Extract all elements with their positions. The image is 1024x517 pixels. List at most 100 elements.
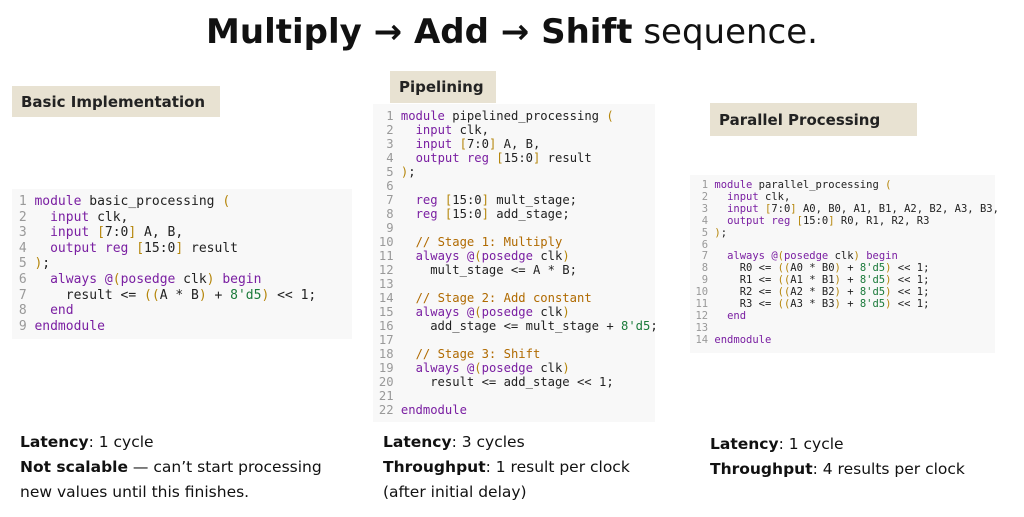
code-text: always @(posedge clk) [415,361,570,375]
line-number: 7 [386,193,394,207]
code-line: 13 [693,321,992,335]
code-text: output reg [15:0] result [415,151,592,165]
code-line: 4 output reg [15:0] result [16,241,348,257]
caption-line: Throughput: 1 result per clock [383,455,663,480]
code-text: result <= add_stage << 1; [400,375,614,389]
line-number: 14 [378,291,394,305]
line-number: 2 [18,209,27,225]
code-text: R2 <= ((A2 * B2) + 8'd5) << 1; [714,286,930,299]
code-text: ); [714,226,728,239]
line-number: 3 [18,225,27,241]
caption-term: Latency [710,435,779,453]
line-number: 2 [386,123,394,137]
title-main: Multiply → Add → Shift [206,12,633,52]
line-number: 14 [695,333,709,346]
code-line: 13 [376,277,652,291]
code-text: // Stage 3: Shift [415,347,541,361]
code-text: result <= ((A * B) + 8'd5) << 1; [34,287,317,303]
code-line: 7 reg [15:0] mult_stage; [376,193,652,207]
line-number: 8 [386,207,394,221]
code-line: 12 end [693,309,992,323]
caption-text: : 3 cycles [451,433,525,451]
line-number: 3 [386,137,394,151]
line-number: 12 [695,309,709,322]
code-line: 12 mult_stage <= A * B; [376,263,652,277]
code-text: end [50,303,74,319]
code-text: output reg [15:0] R0, R1, R2, R3 [727,214,930,227]
code-line: 9 [376,221,652,235]
code-text: always @(posedge clk) [415,305,570,319]
code-line: 3 input [7:0] A0, B0, A1, B1, A2, B2, A3… [693,203,999,216]
code-text: always @(posedge clk) begin [727,250,898,263]
line-number: 19 [378,361,394,375]
code-line: 20 result <= add_stage << 1; [376,375,652,389]
code-line: 17 [376,333,652,347]
line-number: 11 [695,298,709,311]
code-line: 15 always @(posedge clk) [376,305,652,319]
line-number: 10 [695,286,709,299]
line-number: 4 [18,240,27,256]
caption-line: new values until this finishes. [20,480,360,505]
code-line: 2 input clk, [693,190,992,204]
code-text: R1 <= ((A1 * B1) + 8'd5) << 1; [714,274,930,287]
caption-term: Throughput [710,460,813,478]
caption-line: Latency: 3 cycles [383,430,663,455]
caption-line: Latency: 1 cycle [710,432,1010,457]
code-text: always @(posedge clk) begin [50,271,262,287]
code-text: input clk, [415,123,489,137]
code-text: reg [15:0] add_stage; [415,207,570,221]
basic-implementation-tag: Basic Implementation [12,86,220,117]
code-text: ); [34,256,51,272]
code-line: 14 // Stage 2: Add constant [376,291,652,305]
code-line: 7 always @(posedge clk) begin [693,250,992,263]
caption-line: Throughput: 4 results per clock [710,457,1010,482]
code-line: 8 reg [15:0] add_stage; [376,207,652,221]
caption-text: new values until this finishes. [20,483,250,501]
line-number: 5 [386,165,394,179]
code-line: 7 result <= ((A * B) + 8'd5) << 1; [16,288,348,304]
caption-text: : 1 cycle [778,435,844,453]
code-text: module basic_processing ( [34,194,231,209]
code-text: input clk, [50,209,129,225]
line-number: 15 [378,305,394,319]
pipelining-tag: Pipelining [390,71,496,103]
line-number: 9 [386,221,394,235]
code-line: 21 [376,389,652,403]
code-text: endmodule [714,333,772,346]
code-line: 5); [693,226,992,240]
caption-line: Not scalable — can’t start processing [20,455,360,480]
caption-line: (after initial delay) [383,480,663,505]
code-text: output reg [15:0] result [50,240,238,256]
code-text: R3 <= ((A3 * B3) + 8'd5) << 1; [714,298,930,311]
line-number: 7 [701,250,709,263]
line-number: 13 [695,321,709,334]
code-line: 14 endmodule [693,333,992,347]
line-number: 18 [378,347,394,361]
code-text: end [727,309,747,322]
caption-line: Latency: 1 cycle [20,430,360,455]
caption-text: (after initial delay) [383,483,527,501]
caption-term: Latency [383,433,452,451]
page-title: Multiply → Add → Shift sequence. [0,12,1024,52]
code-line: 2 input clk, [376,123,652,137]
code-line: 10 R2 <= ((A2 * B2) + 8'd5) << 1; [693,286,992,299]
line-number: 2 [701,190,709,203]
code-line: 2 input clk, [16,210,348,226]
code-line: 18 // Stage 3: Shift [376,347,652,361]
line-number: 11 [378,249,394,263]
line-number: 5 [701,226,709,239]
code-line: 16 add_stage <= mult_stage + 8'd5; [376,319,658,333]
code-line: 8 R0 <= ((A0 * B0) + 8'd5) << 1; [693,262,992,275]
code-text: // Stage 2: Add constant [415,291,592,305]
code-line: 11 always @(posedge clk) [376,249,652,263]
line-number: 1 [701,179,709,191]
code-line: 5); [376,165,652,179]
